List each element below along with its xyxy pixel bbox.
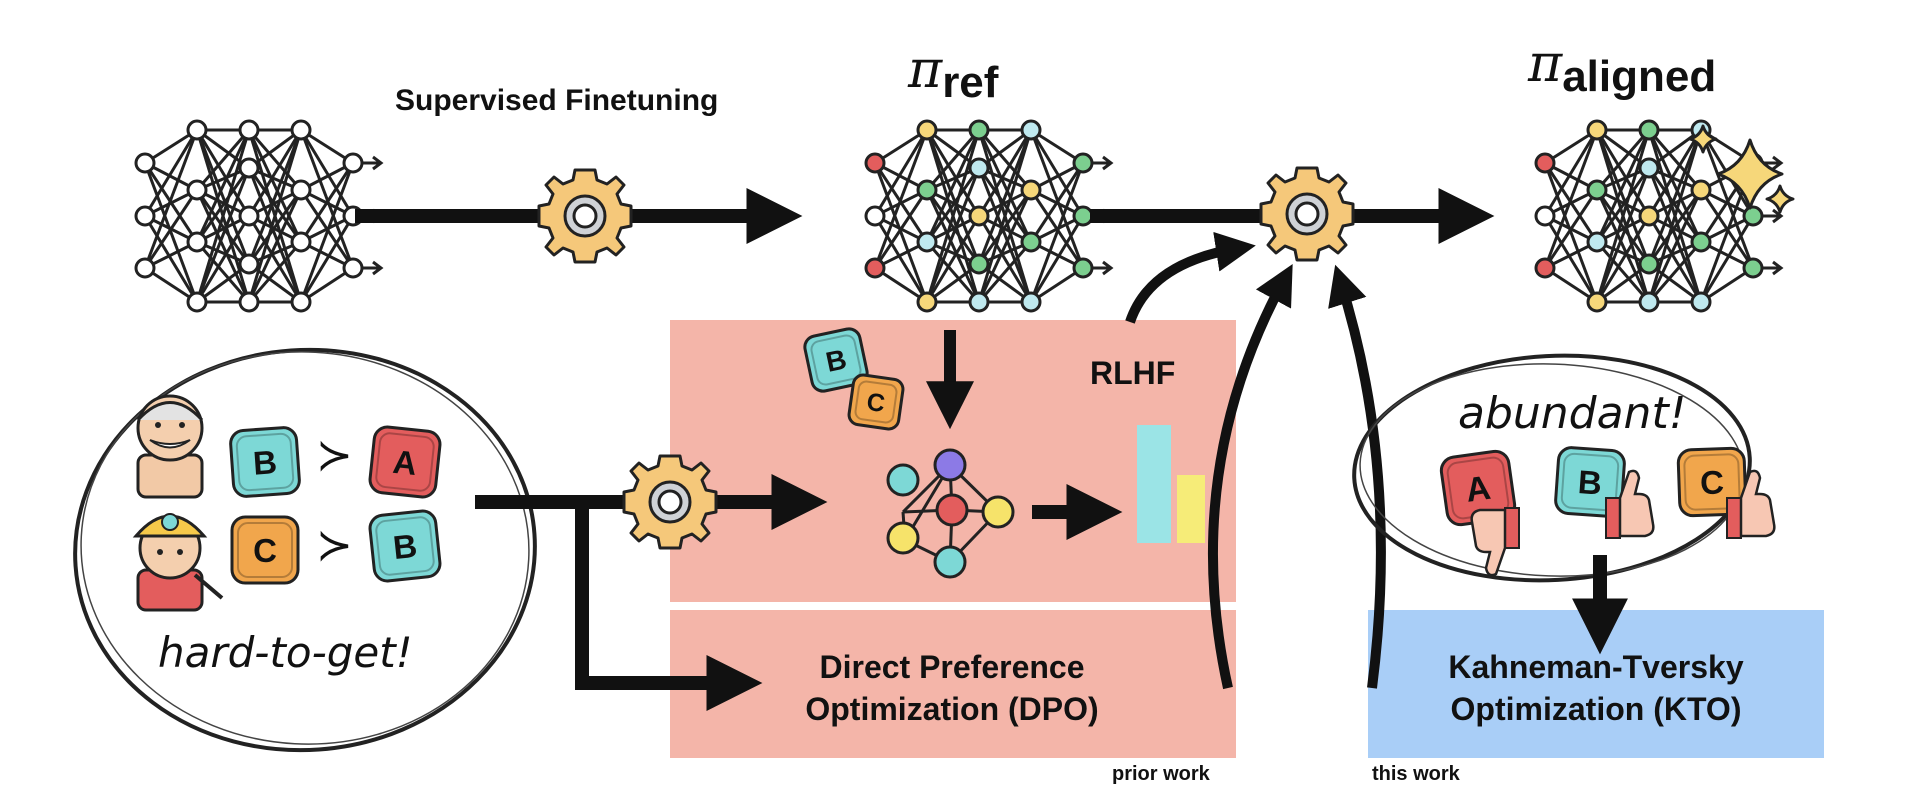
dpo-to-aligned-arrow — [1208, 263, 1293, 690]
token-a: A — [1439, 449, 1517, 527]
this-work-label: this work — [1372, 763, 1460, 785]
ref-subscript: ref — [942, 58, 999, 107]
sparkle-icon — [1688, 124, 1795, 214]
old-man-avatar-icon — [136, 394, 204, 499]
token-c: C — [230, 515, 300, 585]
reward-bar-high — [1137, 425, 1171, 543]
token-c: C — [847, 373, 905, 431]
dpo-panel — [670, 610, 1236, 758]
greater-than-symbol: ≻ — [316, 520, 353, 571]
pi-aligned-label: πaligned — [1528, 34, 1716, 101]
thumbs-down-icon — [1470, 507, 1520, 577]
token-letter: C — [253, 532, 277, 569]
pi-ref-label: πref — [908, 40, 998, 107]
reward-training-gear-icon — [622, 454, 718, 550]
sft-gear-icon — [537, 168, 633, 264]
pi-symbol: π — [908, 40, 943, 100]
pi-symbol: π — [1528, 34, 1563, 94]
greater-than-symbol: ≻ — [316, 430, 353, 481]
data-to-dpo-arrow — [575, 502, 763, 711]
sft-label: Supervised Finetuning — [395, 84, 719, 117]
dpo-label-line2: Optimization (DPO) — [805, 691, 1099, 727]
hard-to-get-label: hard-to-get! — [158, 628, 413, 677]
aligned-model-network-icon — [1534, 119, 1784, 313]
hard-to-get-ellipse — [73, 347, 537, 753]
thumbs-up-icon — [1605, 469, 1655, 539]
token-letter: B — [391, 527, 419, 566]
token-a: A — [368, 425, 442, 499]
kto-label: Kahneman-Tversky Optimization (KTO) — [1368, 646, 1824, 730]
abundant-label: abundant! — [1458, 388, 1687, 439]
token-b: B — [803, 327, 869, 393]
kto-to-aligned-arrow — [1328, 264, 1386, 689]
reward-model-network-icon — [886, 448, 1015, 579]
token-b: B — [229, 426, 301, 498]
thumbs-up-icon — [1726, 469, 1776, 539]
reward-bar-low — [1177, 475, 1205, 543]
abundant-ellipse — [1352, 353, 1752, 583]
token-letter: A — [391, 443, 419, 482]
rlhf-to-aligned-arrow — [1125, 231, 1256, 324]
token-letter: C — [865, 388, 887, 418]
token-b: B — [368, 509, 442, 583]
alignment-gear-icon — [1259, 166, 1355, 262]
kto-label-line1: Kahneman-Tversky — [1448, 649, 1744, 685]
token-letter: B — [1577, 463, 1603, 502]
dpo-label-line1: Direct Preference — [819, 649, 1085, 685]
prior-work-label: prior work — [1112, 763, 1210, 785]
base-model-network-icon — [134, 119, 384, 313]
rlhf-label: RLHF — [1090, 355, 1176, 391]
token-letter: B — [252, 443, 278, 482]
token-letter: C — [1699, 463, 1724, 501]
token-letter: A — [1463, 469, 1493, 510]
reference-model-network-icon — [864, 119, 1114, 313]
kto-label-line2: Optimization (KTO) — [1450, 691, 1742, 727]
dpo-label: Direct Preference Optimization (DPO) — [696, 646, 1208, 730]
aligned-subscript: aligned — [1562, 52, 1717, 101]
worker-avatar-icon — [132, 513, 224, 612]
